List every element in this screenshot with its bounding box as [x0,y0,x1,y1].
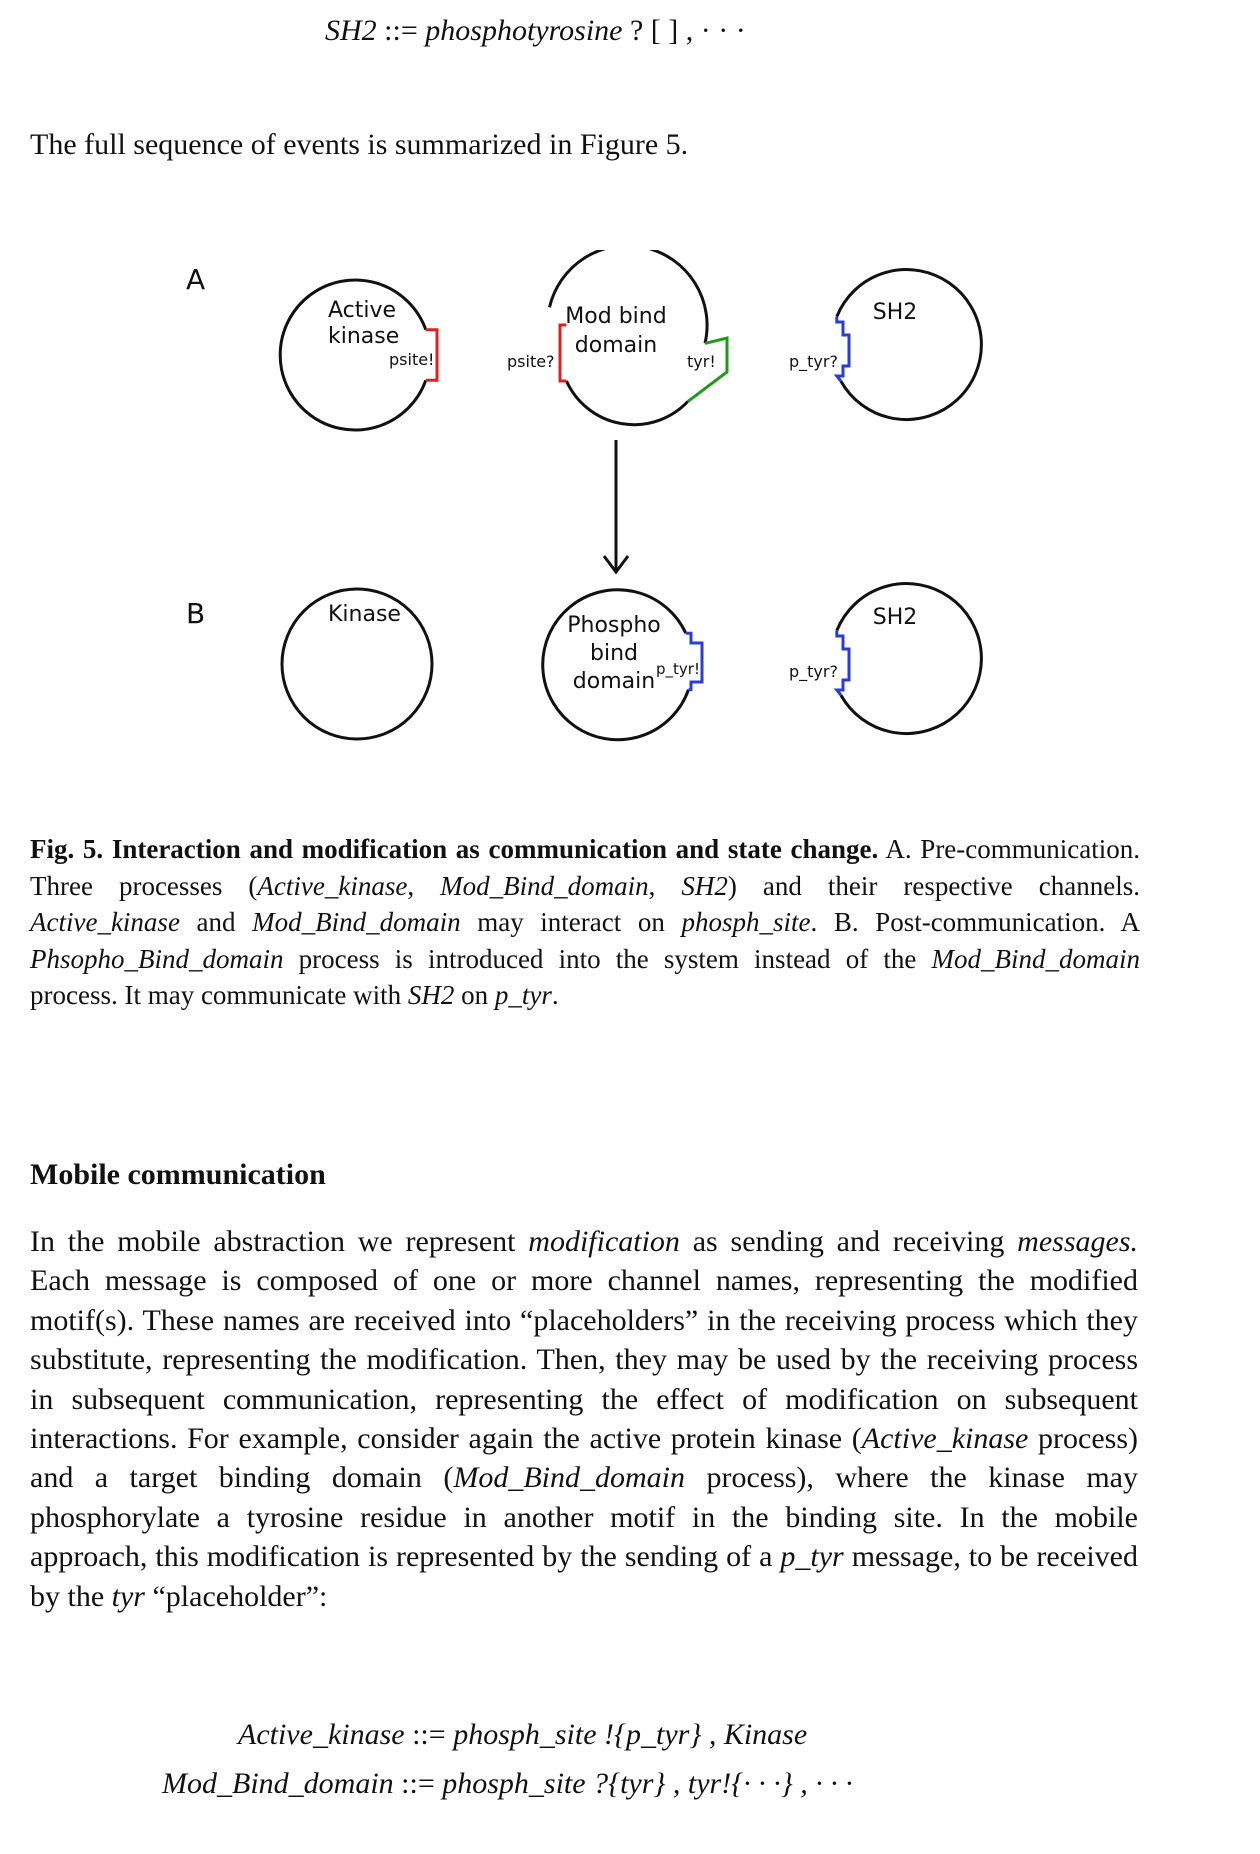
caption-term: Active_kinase [30,907,180,937]
eq-op: ::= [384,14,418,47]
caption-term: phosph_site [681,907,811,937]
eq-lhs: Mod_Bind_domain [162,1767,394,1800]
body-emph: tyr [111,1579,145,1613]
phospho-label-1: Phospho [567,613,661,638]
eq-rhs: phosphotyrosine [425,14,623,47]
kinase-label: Kinase [328,602,401,627]
sh2-label-a: SH2 [873,300,918,325]
mod-bind-domain-process: psite? Mod bind domain tyr! [507,250,729,427]
caption-term: SH2 [681,870,728,901]
caption-text: and [179,907,253,937]
body-text: as sending and receiving [679,1225,1018,1258]
sh2-process-b: p_tyr? SH2 [789,582,983,736]
eq-rhs: phosph_site !{p_tyr} , Kinase [453,1718,808,1751]
caption-text: A. Pre-communication. Three processes ( [30,834,1140,901]
body-emph: Mod_Bind_domain [453,1461,685,1495]
transition-arrow-icon [602,440,630,575]
equation-mod-bind-domain: Mod_Bind_domain ::= phosph_site ?{tyr} ,… [162,1767,853,1801]
caption-label: Fig. 5. Interaction and modification as … [30,834,879,864]
phospho-label-2: bind [590,641,638,666]
tyr-label: tyr! [687,352,716,371]
panel-a-label: A [186,263,205,296]
top-equation: SH2 ::= phosphotyrosine ? [ ] , · · · [325,14,746,48]
psite-send-label: psite! [389,350,434,369]
caption-text: . B. Post-communication. A [810,907,1141,937]
eq-op: ::= [404,1718,454,1751]
caption-text: process. It may communicate with [30,980,408,1010]
body-emph: messages. [1017,1225,1138,1258]
p-tyr-receive-icon-b [833,630,851,697]
body-emph: modification [528,1225,680,1258]
caption-term: Mod_Bind_domain [440,870,649,901]
caption-term: p_tyr [494,980,552,1010]
body-text: process), where the kinase may phosphory… [30,1461,1138,1574]
body-text: In the mobile abstraction we represent [30,1225,529,1258]
caption-text: ) and their respective channels. [727,870,1141,901]
body-text: process) and a target binding domain ( [30,1422,1138,1495]
phospho-label-3: domain [573,669,655,694]
body-paragraph: In the mobile abstraction we represent m… [30,1222,1138,1616]
caption-text: , [648,870,682,901]
body-emph: Active_kinase [861,1422,1029,1456]
body-text: Each message is composed of one or more … [30,1264,1138,1456]
caption-term: Phsopho_Bind_domain [30,943,284,974]
tyr-channel-icon [686,336,729,403]
body-text: message, to be received by the [30,1540,1138,1613]
mod-bind-label-1: Mod bind [565,304,666,329]
p-tyr-send-icon [685,631,704,692]
caption-term: Mod_Bind_domain [931,943,1141,974]
kinase-process: Kinase [280,587,434,741]
eq-tail: ? [ ] , · · · [629,14,746,47]
section-heading: Mobile communication [30,1158,326,1191]
p-tyr-receive-label-b: p_tyr? [789,662,838,682]
caption-term: Mod_Bind_domain [252,907,461,937]
eq-lhs: Active_kinase [238,1718,405,1751]
caption-text: . [551,980,559,1010]
mod-bind-label-2: domain [575,333,657,358]
psite-receive-icon [558,323,567,383]
psite-receive-label: psite? [507,352,555,371]
figure-caption: Fig. 5. Interaction and modification as … [30,831,1140,1014]
eq-op: ::= [393,1767,443,1800]
body-emph: p_tyr [780,1540,844,1574]
active-kinase-label-1: Active [328,298,396,323]
caption-text: may interact on [460,907,682,937]
eq-lhs: SH2 [325,14,377,47]
active-kinase-label-2: kinase [328,324,399,349]
caption-text: , [407,870,441,901]
p-tyr-receive-icon [833,316,851,383]
active-kinase-process: Active kinase psite! [278,278,439,432]
sh2-label-b: SH2 [873,605,918,630]
p-tyr-receive-label: p_tyr? [789,352,838,372]
psite-channel-icon [425,328,439,382]
intro-sentence: The full sequence of events is summarize… [30,128,689,161]
panel-b-label: B [186,597,205,630]
body-text: “placeholder”: [144,1579,328,1613]
p-tyr-send-label: p_tyr! [656,660,700,679]
sh2-process-a: p_tyr? SH2 [789,268,983,422]
caption-term: Active_kinase [257,870,408,901]
equation-active-kinase: Active_kinase ::= phosph_site !{p_tyr} ,… [238,1718,807,1752]
phospho-bind-domain-process: Phospho bind domain p_tyr! [541,588,704,742]
caption-text: process is introduced into the system in… [283,943,932,974]
figure-5: A B Active kinase psite! psite? Mod bind… [186,250,983,742]
eq-rhs: phosph_site ?{tyr} , tyr!{· · ·} , · · · [442,1767,853,1800]
caption-term: SH2 [407,980,455,1010]
caption-text: on [454,980,495,1010]
